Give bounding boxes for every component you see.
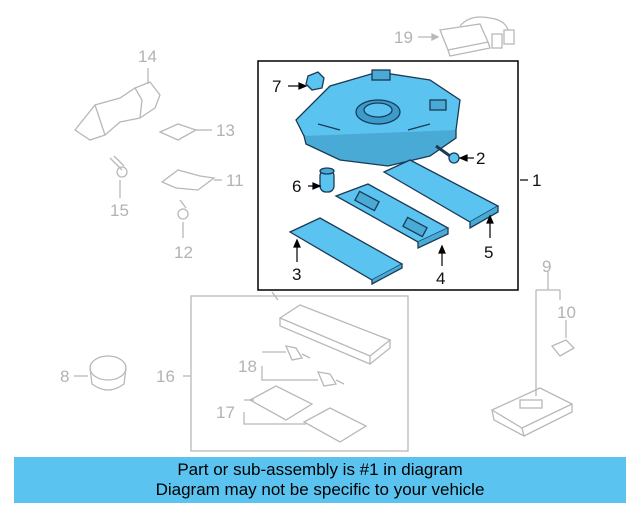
part-16-kit-frame [190,295,409,452]
part-18-bulbs [261,345,345,387]
part-10-bulb [550,290,576,357]
part-5-lens [382,159,500,230]
callout-5: 5 [484,243,493,262]
callout-14: 14 [138,47,157,66]
part-6-bulb [319,167,335,193]
part-9-lamp [490,272,574,438]
callout-12: 12 [174,243,193,262]
assembly-1-frame [257,60,519,291]
highlighted-parts [288,69,500,286]
callout-3: 3 [292,265,301,284]
part-14-bracket [74,68,161,141]
callout-15: 15 [110,201,129,220]
callout-17: 17 [216,403,235,422]
callout-4: 4 [436,269,445,288]
active-leaders [288,82,528,266]
callout-13: 13 [216,121,235,140]
part-4-lens [334,183,450,250]
info-banner: Part or sub-assembly is #1 in diagram Di… [14,457,626,503]
part-11-clip [160,169,222,191]
callout-7: 7 [272,77,281,96]
callout-6: 6 [292,177,301,196]
part-8-sensor [74,355,127,391]
faded-parts [74,16,576,452]
callout-11: 11 [226,171,244,190]
part-2-screw [435,144,460,164]
callout-2: 2 [476,149,485,168]
callout-8: 8 [60,367,69,386]
part-13-pad [158,123,212,141]
part-7-clip [305,71,325,91]
callout-1: 1 [532,171,541,190]
callout-19: 19 [394,28,413,47]
part-3-lens [288,217,404,286]
parts-diagram: 1 2 3 4 5 6 7 8 9 10 11 12 13 14 15 16 1… [60,16,576,452]
callout-9: 9 [542,257,551,276]
callout-10: 10 [557,303,576,322]
part-15-screw [109,155,128,198]
part-12-screw [177,199,189,238]
part-16-contents [183,291,392,443]
part-1-housing [295,69,461,167]
banner-line-1: Part or sub-assembly is #1 in diagram [177,460,463,479]
callout-16: 16 [156,367,175,386]
banner-line-2: Diagram may not be specific to your vehi… [155,480,485,499]
part-17-leader [243,399,306,425]
callout-18: 18 [238,357,257,376]
part-19-connector [418,16,515,57]
